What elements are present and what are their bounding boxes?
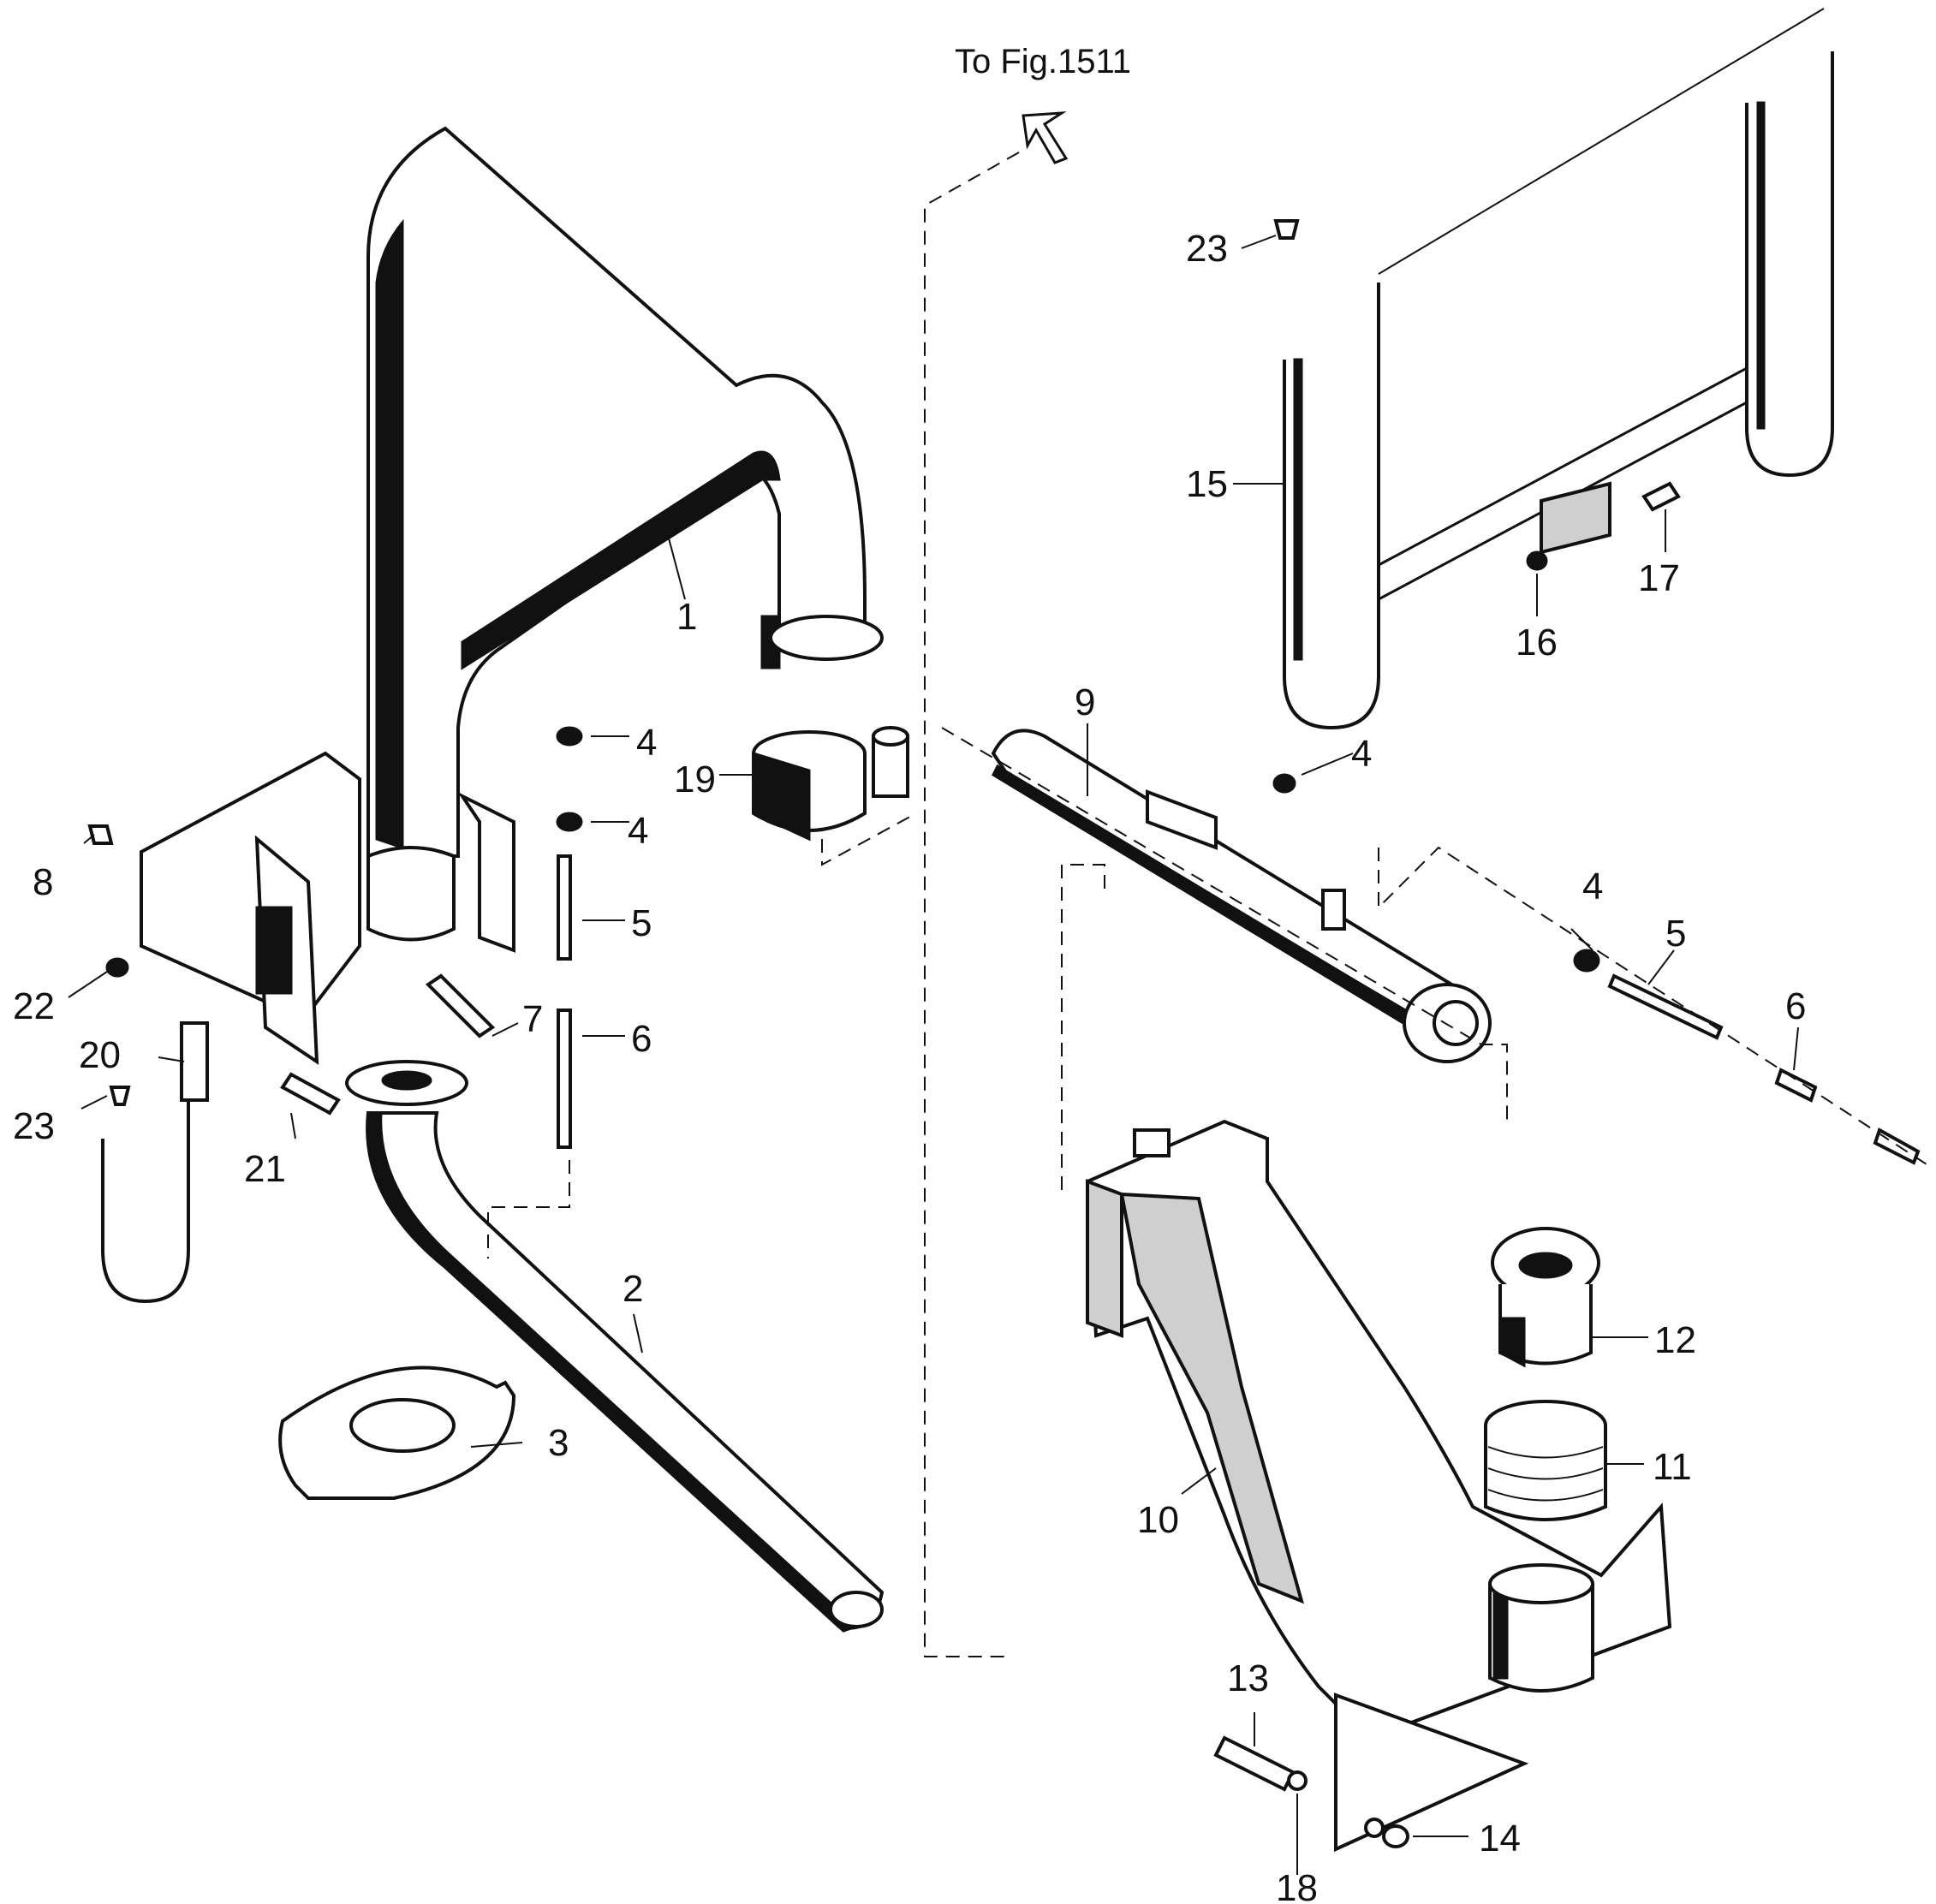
callout-4b: 4 xyxy=(628,810,648,852)
callout-1: 1 xyxy=(676,596,697,638)
callout-9: 9 xyxy=(1075,681,1095,723)
part-14-nut xyxy=(1382,1824,1409,1848)
callout-5a: 5 xyxy=(631,902,652,944)
part-5-rod-b xyxy=(1607,973,1724,1040)
part-10-housing xyxy=(1085,1119,1672,1853)
callout-14: 14 xyxy=(1479,1818,1521,1859)
callout-23a: 23 xyxy=(13,1105,55,1147)
callout-5b: 5 xyxy=(1665,913,1686,955)
hardware-left xyxy=(87,726,583,1149)
part-4-nut-d xyxy=(1573,949,1600,973)
callout-23b: 23 xyxy=(1186,228,1228,270)
leader-right-hardware xyxy=(1378,846,1927,1165)
callout-16: 16 xyxy=(1516,622,1558,663)
part-15-guard-frame xyxy=(1283,8,1834,730)
part-7-bolt xyxy=(425,973,496,1038)
part-4-nut-b xyxy=(556,812,583,832)
callout-19: 19 xyxy=(674,759,716,800)
callout-22: 22 xyxy=(13,985,55,1027)
callout-4a: 4 xyxy=(636,722,657,764)
part-21-bolt xyxy=(280,1072,341,1116)
callout-10: 10 xyxy=(1137,1499,1179,1541)
callout-15: 15 xyxy=(1186,463,1228,505)
leader-6-2 xyxy=(487,1160,570,1258)
part-4-nut-a xyxy=(556,726,583,747)
callout-17: 17 xyxy=(1638,557,1680,599)
hardware-right xyxy=(1573,949,1921,1165)
bracket-assembly xyxy=(140,751,515,1065)
hardware-bottom xyxy=(1213,1735,1409,1848)
callout-20: 20 xyxy=(79,1034,121,1076)
callout-11: 11 xyxy=(1653,1446,1692,1488)
part-3-flange xyxy=(278,1366,516,1500)
callout-21: 21 xyxy=(244,1148,286,1190)
callout-6a: 6 xyxy=(631,1018,652,1060)
part-5-rod-a xyxy=(557,854,572,961)
part-19-clamp xyxy=(752,726,909,842)
reference-arrow-icon xyxy=(1022,111,1069,164)
callout-7: 7 xyxy=(522,998,543,1040)
part-11-spring xyxy=(1484,1400,1607,1521)
callout-4d: 4 xyxy=(1582,866,1603,907)
callout-4c: 4 xyxy=(1351,733,1372,775)
leader-10 xyxy=(1061,864,1105,1190)
part-6-rod-b xyxy=(1774,1068,1818,1103)
callout-3: 3 xyxy=(548,1422,569,1464)
leader-9 xyxy=(941,727,1508,1122)
callout-18: 18 xyxy=(1276,1867,1318,1904)
part-4-nut-c xyxy=(1272,773,1296,794)
part-1-upper-pipe xyxy=(366,126,884,858)
callout-12: 12 xyxy=(1654,1319,1696,1361)
part-13-bolt xyxy=(1213,1735,1296,1792)
callout-8: 8 xyxy=(33,861,53,903)
callout-13: 13 xyxy=(1227,1657,1269,1699)
part-20-u-bolt xyxy=(101,1021,209,1304)
part-8-nut xyxy=(87,824,114,845)
part-9-tube xyxy=(991,729,1492,1063)
part-2-lower-pipe xyxy=(345,1060,885,1633)
part-23-cap-left xyxy=(109,1086,131,1106)
callout-2: 2 xyxy=(622,1268,643,1310)
figure-reference-label: To Fig.1511 xyxy=(955,43,1131,80)
part-6-rod-a xyxy=(557,1009,572,1149)
part-12-bushing xyxy=(1491,1227,1600,1368)
part-18-washer-a xyxy=(1287,1770,1308,1791)
part-16-17-bracket xyxy=(1540,481,1611,555)
leader-19-1 xyxy=(821,812,917,866)
part-23-cap-right xyxy=(1273,219,1300,240)
callout-6b: 6 xyxy=(1785,985,1806,1027)
callouts: 1 2 3 4 4 4 4 5 5 6 6 7 8 9 10 11 12 13 … xyxy=(13,228,1806,1904)
callout-leaders xyxy=(68,235,1799,1875)
reference-leader-line xyxy=(924,152,1020,1657)
part-18-washer-b xyxy=(1364,1818,1385,1838)
part-22-nut xyxy=(105,957,129,978)
